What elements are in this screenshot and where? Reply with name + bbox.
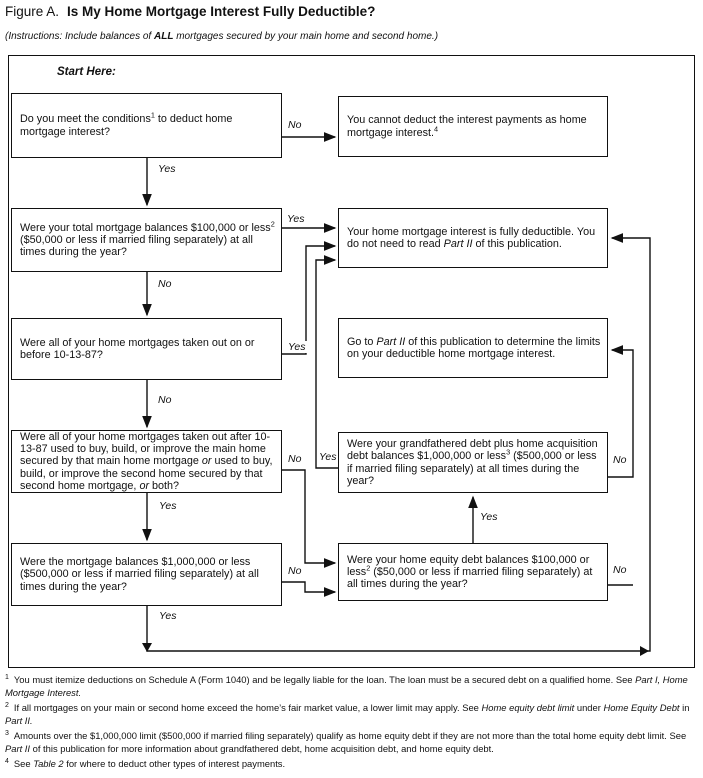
edge-label-q6-no: No	[287, 565, 303, 577]
footnote-2-number: 2	[5, 701, 9, 709]
edge-label-q4-yes: Yes	[158, 500, 178, 512]
box-question-after-101387-use: Were all of your home mortgages taken ou…	[11, 430, 282, 493]
footnote-2-text: If all mortgages on your main or second …	[5, 702, 690, 726]
figure-instructions: (Instructions: Include balances of ALL m…	[5, 31, 439, 42]
edge-label-q5-yes: Yes	[318, 451, 338, 463]
footnote-1-text: You must itemize deductions on Schedule …	[5, 674, 688, 698]
edge-label-q3-yes: Yes	[287, 341, 307, 353]
box-question-total-balances-text: Were your total mortgage balances $100,0…	[20, 218, 275, 259]
box-result-fully-deductible: Your home mortgage interest is fully ded…	[338, 208, 608, 268]
box-question-grandfathered-debt: Were your grandfathered debt plus home a…	[338, 432, 608, 493]
box-question-home-equity-debt-text: Were your home equity debt balances $100…	[347, 553, 593, 591]
edge-label-q7-yes: Yes	[479, 511, 499, 523]
edge-label-q2-yes: Yes	[286, 213, 306, 225]
box-result-go-to-part2-text: Go to Part II of this publication to det…	[347, 335, 601, 360]
edge-label-q1-yes: Yes	[157, 163, 177, 175]
footnote-3-text: Amounts over the $1,000,000 limit ($500,…	[5, 730, 687, 754]
box-question-total-balances: Were your total mortgage balances $100,0…	[11, 208, 282, 272]
edge-label-q3-no: No	[157, 394, 173, 406]
figure-title-main: Is My Home Mortgage Interest Fully Deduc…	[67, 4, 376, 19]
edge-label-q4-no: No	[287, 453, 303, 465]
box-result-cannot-deduct: You cannot deduct the interest payments …	[338, 96, 608, 157]
box-question-before-101387: Were all of your home mortgages taken ou…	[11, 318, 282, 380]
box-result-go-to-part2: Go to Part II of this publication to det…	[338, 318, 608, 378]
edge-label-q2-no: No	[157, 278, 173, 290]
footnote-4-number: 4	[5, 757, 9, 765]
figure-title: Figure A. Is My Home Mortgage Interest Fu…	[5, 4, 375, 19]
edge-label-q5-no: No	[612, 454, 628, 466]
box-question-grandfathered-debt-text: Were your grandfathered debt plus home a…	[347, 437, 598, 487]
box-result-fully-deductible-text: Your home mortgage interest is fully ded…	[347, 225, 596, 250]
footnote-4-text: See Table 2 for where to deduct other ty…	[13, 758, 286, 769]
box-question-home-equity-debt: Were your home equity debt balances $100…	[338, 543, 608, 601]
box-question-before-101387-text: Were all of your home mortgages taken ou…	[20, 336, 255, 361]
edge-label-q6-yes: Yes	[158, 610, 178, 622]
footnote-3-number: 3	[5, 729, 9, 737]
box-question-conditions-text: Do you meet the conditions1 to deduct ho…	[20, 110, 233, 138]
box-question-mortgage-balances-1m: Were the mortgage balances $1,000,000 or…	[11, 543, 282, 606]
footnote-4: 4 See Table 2 for where to deduct other t…	[5, 758, 699, 771]
footnote-1-number: 1	[5, 673, 9, 681]
box-result-cannot-deduct-text: You cannot deduct the interest payments …	[347, 114, 587, 139]
box-question-after-101387-use-text: Were all of your home mortgages taken ou…	[20, 431, 273, 492]
figure-title-prefix: Figure A.	[5, 4, 60, 19]
box-question-conditions: Do you meet the conditions1 to deduct ho…	[11, 93, 282, 158]
box-question-mortgage-balances-1m-text: Were the mortgage balances $1,000,000 or…	[20, 556, 259, 593]
start-here-label: Start Here:	[57, 66, 116, 78]
edge-label-q7-no: No	[612, 564, 628, 576]
edge-label-q1-no: No	[287, 119, 303, 131]
